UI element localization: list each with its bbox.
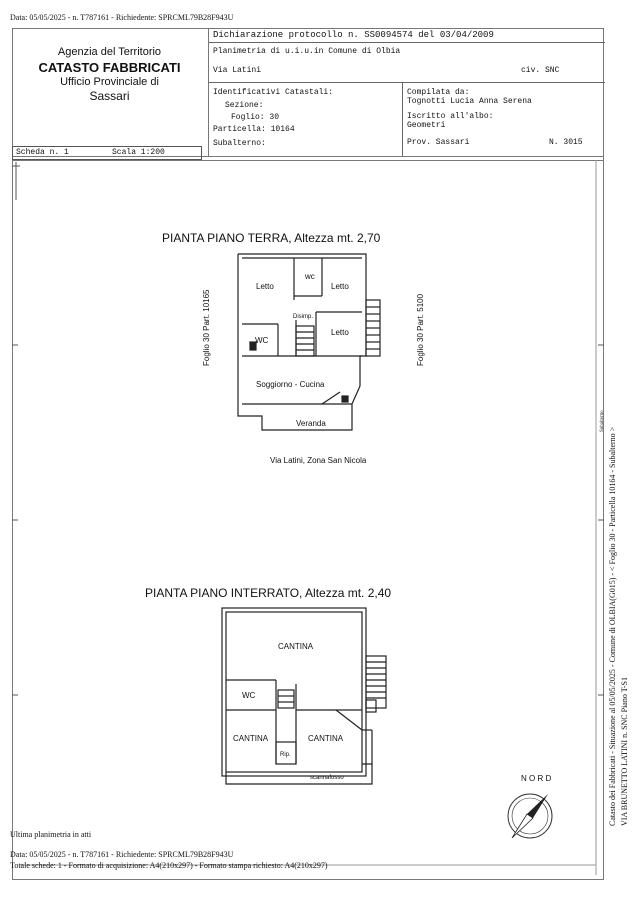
room-letto-3: Letto bbox=[331, 328, 349, 337]
compass-icon bbox=[507, 793, 553, 839]
room-letto-2: Letto bbox=[331, 282, 349, 291]
compilata-label: Compilata da: bbox=[407, 88, 470, 97]
room-wc-2: WC bbox=[255, 336, 269, 345]
agency-name: Agenzia del Territorio bbox=[57, 46, 162, 58]
ufficio-city: Sassari bbox=[89, 89, 130, 103]
ident-title: Identificativi Catastali: bbox=[213, 88, 334, 97]
compilatore: Tognotti Lucia Anna Serena bbox=[407, 97, 532, 106]
sezione: Sezione: bbox=[225, 101, 264, 110]
side-small-mark: Subalterno bbox=[600, 410, 605, 432]
ultima-planimetria: Ultima planimetria in atti bbox=[10, 830, 92, 839]
scannafosso: scannafosso bbox=[310, 775, 344, 781]
room-letto-1: Letto bbox=[256, 282, 274, 291]
info-area: Dichiarazione protocollo n. SS0094574 de… bbox=[208, 28, 605, 156]
foglio: Foglio: 30 bbox=[231, 113, 280, 122]
ripostiglio: Rip. bbox=[280, 752, 291, 758]
plan2-title: PIANTA PIANO INTERRATO, Altezza mt. 2,40 bbox=[145, 586, 392, 600]
cantina-1: CANTINA bbox=[278, 642, 314, 651]
cantina-3: CANTINA bbox=[308, 734, 344, 743]
scheda-label: Scheda n. 1 bbox=[16, 148, 69, 157]
provincia: Prov. Sassari bbox=[407, 138, 470, 147]
sheet-frame bbox=[12, 28, 604, 880]
side-indirizzo: VIA BRUNETTO LATINI n. SNC Piano T-S1 bbox=[620, 677, 629, 826]
footer-totale: Totale schede: 1 - Formato di acquisizio… bbox=[10, 861, 328, 870]
albo: Geometri bbox=[407, 121, 446, 130]
top-stamp: Data: 05/05/2025 - n. T787161 - Richiede… bbox=[10, 13, 234, 22]
particella: Particella: 10164 bbox=[213, 125, 295, 134]
room-veranda: Veranda bbox=[296, 419, 326, 428]
scala-label: Scala 1:200 bbox=[112, 148, 165, 157]
cantina-2: CANTINA bbox=[233, 734, 269, 743]
ufficio-label: Ufficio Provinciale di bbox=[60, 76, 159, 88]
street-label: Via Latini, Zona San Nicola bbox=[270, 456, 367, 465]
plan1-title: PIANTA PIANO TERRA, Altezza mt. 2,70 bbox=[162, 231, 381, 245]
nord-label: N O R D bbox=[521, 774, 552, 783]
civico: civ. SNC bbox=[521, 66, 560, 75]
agency-block: Agenzia del Territorio CATASTO FABBRICAT… bbox=[12, 46, 207, 103]
room-disimpegno: Disimp. bbox=[293, 314, 314, 320]
subalterno: Subalterno: bbox=[213, 139, 266, 148]
catasto-title: CATASTO FABBRICATI bbox=[38, 60, 181, 75]
iscritto-label: Iscritto all'albo: bbox=[407, 112, 494, 121]
dichiarazione: Dichiarazione protocollo n. SS0094574 de… bbox=[213, 30, 494, 40]
via: Via Latini bbox=[213, 66, 262, 75]
planimetria: Planimetria di u.i.u.in Comune di Olbia bbox=[213, 47, 401, 56]
footer-data: Data: 05/05/2025 - n. T787161 - Richiede… bbox=[10, 850, 234, 859]
side-situazione: Catasto dei Fabbricati - Situazione al 0… bbox=[608, 426, 617, 826]
wc-interrato: WC bbox=[242, 691, 256, 700]
header-block: Agenzia del Territorio CATASTO FABBRICAT… bbox=[12, 28, 605, 157]
scheda-row: Scheda n. 1 Scala 1:200 bbox=[12, 146, 604, 161]
room-soggiorno: Soggiorno - Cucina bbox=[256, 380, 325, 389]
numero-albo: N. 3015 bbox=[549, 138, 583, 147]
room-wc-1: wc bbox=[305, 272, 315, 281]
